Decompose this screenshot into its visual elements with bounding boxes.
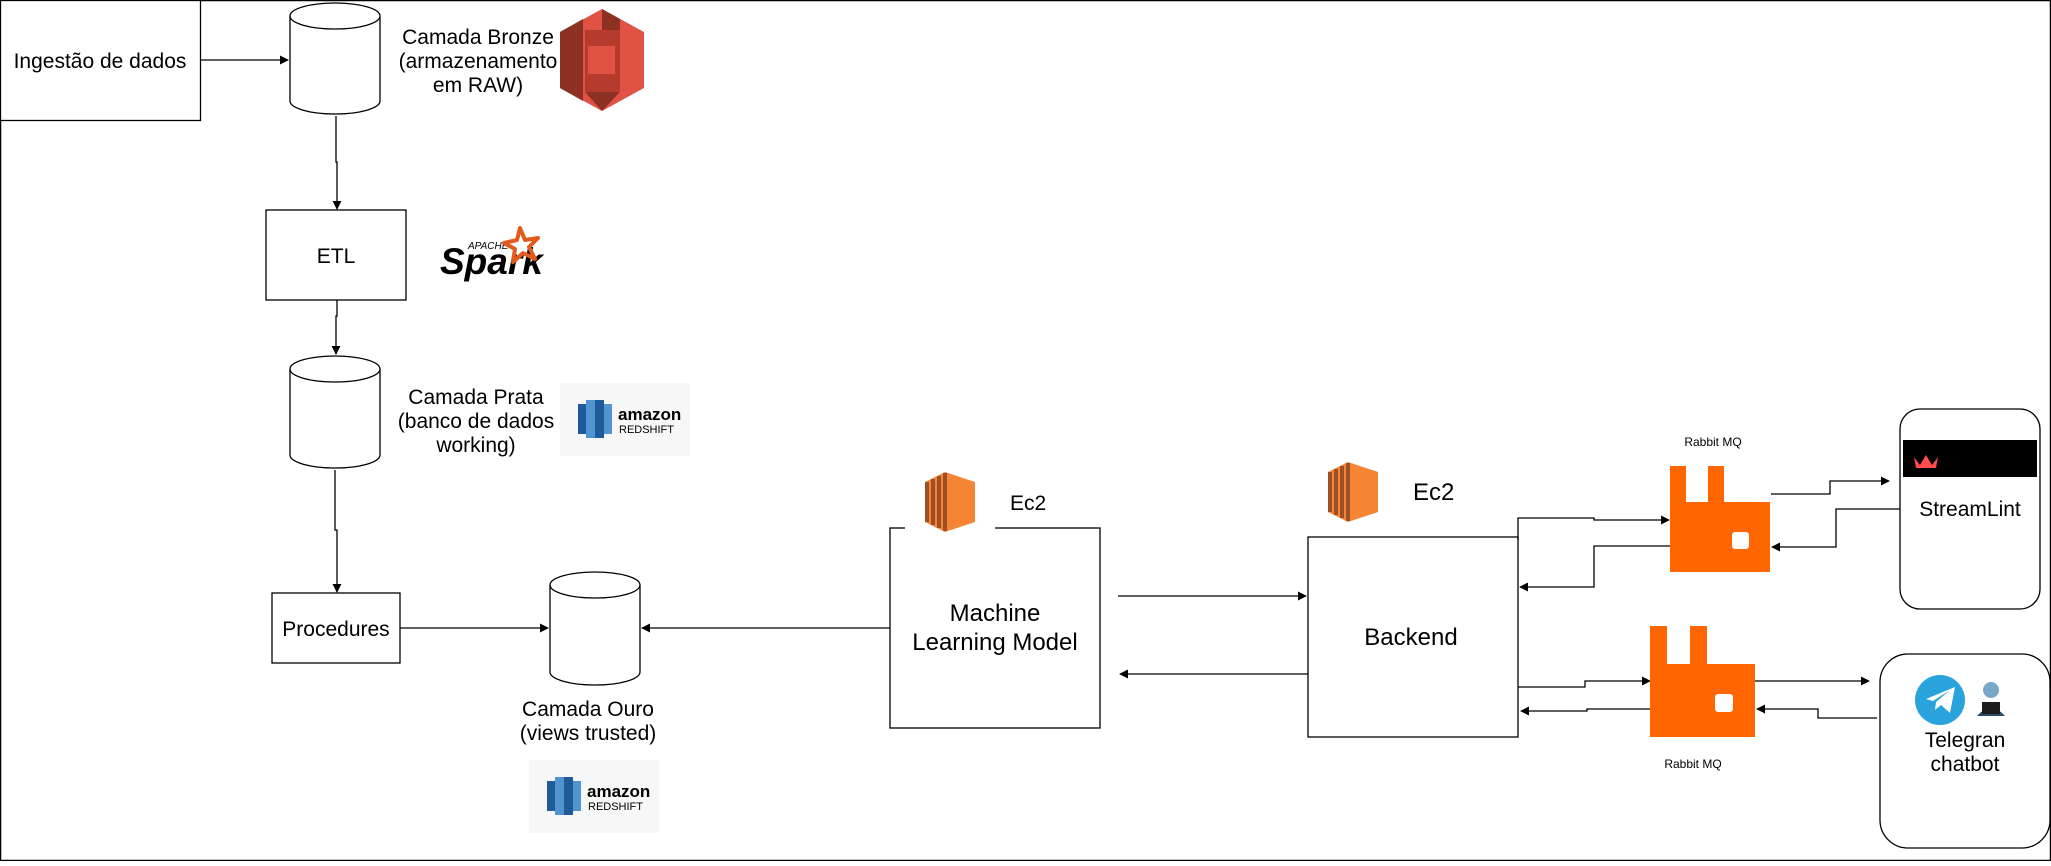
procedures-box (271, 592, 401, 664)
bronze-cylinder-top (289, 2, 381, 30)
edge-backend-rabbit-top (1517, 515, 1670, 540)
redshift-bottom-word-2: REDSHIFT (588, 801, 643, 813)
apache-spark-icon: APACHE Spark (440, 226, 545, 282)
streamlint-label: StreamLint (1919, 498, 2021, 521)
redshift-top-word-2: amazon (587, 782, 650, 801)
ingestao-box (0, 0, 202, 122)
backend-node[interactable]: Backend (1307, 536, 1519, 738)
redshift-bottom-word: REDSHIFT (619, 424, 674, 436)
procedures-label: Procedures (282, 618, 389, 641)
bronze-line-2: (armazenamento (399, 50, 558, 73)
spark-small-text: APACHE (467, 241, 509, 252)
backend-box (1307, 536, 1519, 738)
ml-model-node[interactable]: Machine Learning Model (889, 527, 1101, 729)
amazon-redshift-icon-bottom: amazon REDSHIFT (529, 760, 659, 833)
bronze-cylinder-body (289, 16, 381, 115)
bronze-database[interactable] (289, 2, 381, 115)
prata-cylinder-body (289, 369, 381, 469)
procedures-node[interactable]: Procedures (271, 592, 401, 664)
backend-label: Backend (1364, 624, 1457, 651)
streamlit-crown-icon (1914, 455, 1938, 468)
edge-rabbit-top-backend (1519, 545, 1670, 592)
rabbitmq-square-top (1732, 532, 1749, 549)
rabbit-top-label: Rabbit MQ (1684, 435, 1741, 449)
ingestao-node[interactable]: Ingestão de dados (0, 0, 202, 122)
etl-node[interactable]: ETL (265, 209, 407, 301)
telegram-icon (1915, 675, 1965, 725)
streamlit-banner-text: Streamlit (1946, 450, 2022, 471)
edge-rabbit-bottom-backend (1520, 706, 1650, 716)
bronze-line-3: em RAW) (433, 74, 523, 97)
edge-backend-rabbit-bottom (1518, 676, 1651, 688)
prata-cylinder-top (289, 355, 381, 383)
spark-star (502, 226, 540, 264)
ec2-ml-label: Ec2 (1010, 492, 1046, 515)
ouro-label: Camada Ouro (views trusted) (520, 698, 657, 745)
prata-line-1: Camada Prata (408, 386, 544, 409)
edge-rabbit-streamlint (1771, 476, 1890, 495)
bronze-label: Camada Bronze (armazenamento em RAW) (399, 26, 558, 97)
prata-label: Camada Prata (banco de dados working) (398, 386, 554, 457)
amazon-s3-icon (560, 9, 644, 111)
ec2-icon-backend (1328, 462, 1378, 522)
edge-streamlint-rabbit (1771, 508, 1900, 552)
bronze-line-1: Camada Bronze (402, 26, 554, 49)
streamlint-node[interactable]: Streamlit StreamLint (1899, 408, 2041, 610)
rabbitmq-icon-top[interactable] (1670, 466, 1770, 572)
edge-telegram-rabbit (1756, 704, 1877, 719)
ouro-database[interactable] (549, 571, 641, 686)
ingestao-label: Ingestão de dados (14, 50, 187, 73)
bot-avatar-icon (1969, 678, 2013, 722)
ec2-icon-ml (905, 470, 995, 532)
rabbitmq-icon-bottom[interactable] (1650, 626, 1755, 737)
telegram-node[interactable]: Telegran chatbot (1879, 653, 2051, 849)
prata-line-3: working) (435, 434, 515, 457)
ml-model-line-1: Machine (950, 600, 1041, 627)
prata-line-2: (banco de dados (398, 410, 554, 433)
ouro-cylinder-top (549, 571, 641, 599)
edge-prata-procedures (332, 470, 342, 593)
edge-bronze-etl (332, 116, 342, 210)
ml-model-line-2: Learning Model (912, 629, 1077, 656)
etl-box (265, 209, 407, 301)
etl-label: ETL (317, 245, 356, 268)
telegram-line-2: chatbot (1931, 753, 2000, 776)
rabbitmq-shape-top (1670, 466, 1770, 572)
ouro-line-2: (views trusted) (520, 722, 657, 745)
ouro-cylinder-body (549, 585, 641, 686)
edge-etl-prata (331, 300, 341, 355)
redshift-top-word: amazon (618, 405, 681, 424)
ec2-backend-label: Ec2 (1413, 479, 1454, 506)
ouro-line-1: Camada Ouro (522, 698, 654, 721)
ml-model-box (889, 527, 1101, 729)
telegram-line-1: Telegran (1925, 729, 2006, 752)
rabbitmq-shape-bottom (1650, 626, 1755, 737)
rabbitmq-square-bottom (1715, 694, 1733, 712)
prata-database[interactable] (289, 355, 381, 469)
rabbit-bottom-label: Rabbit MQ (1664, 757, 1721, 771)
amazon-redshift-icon-top: amazon REDSHIFT (560, 383, 690, 456)
